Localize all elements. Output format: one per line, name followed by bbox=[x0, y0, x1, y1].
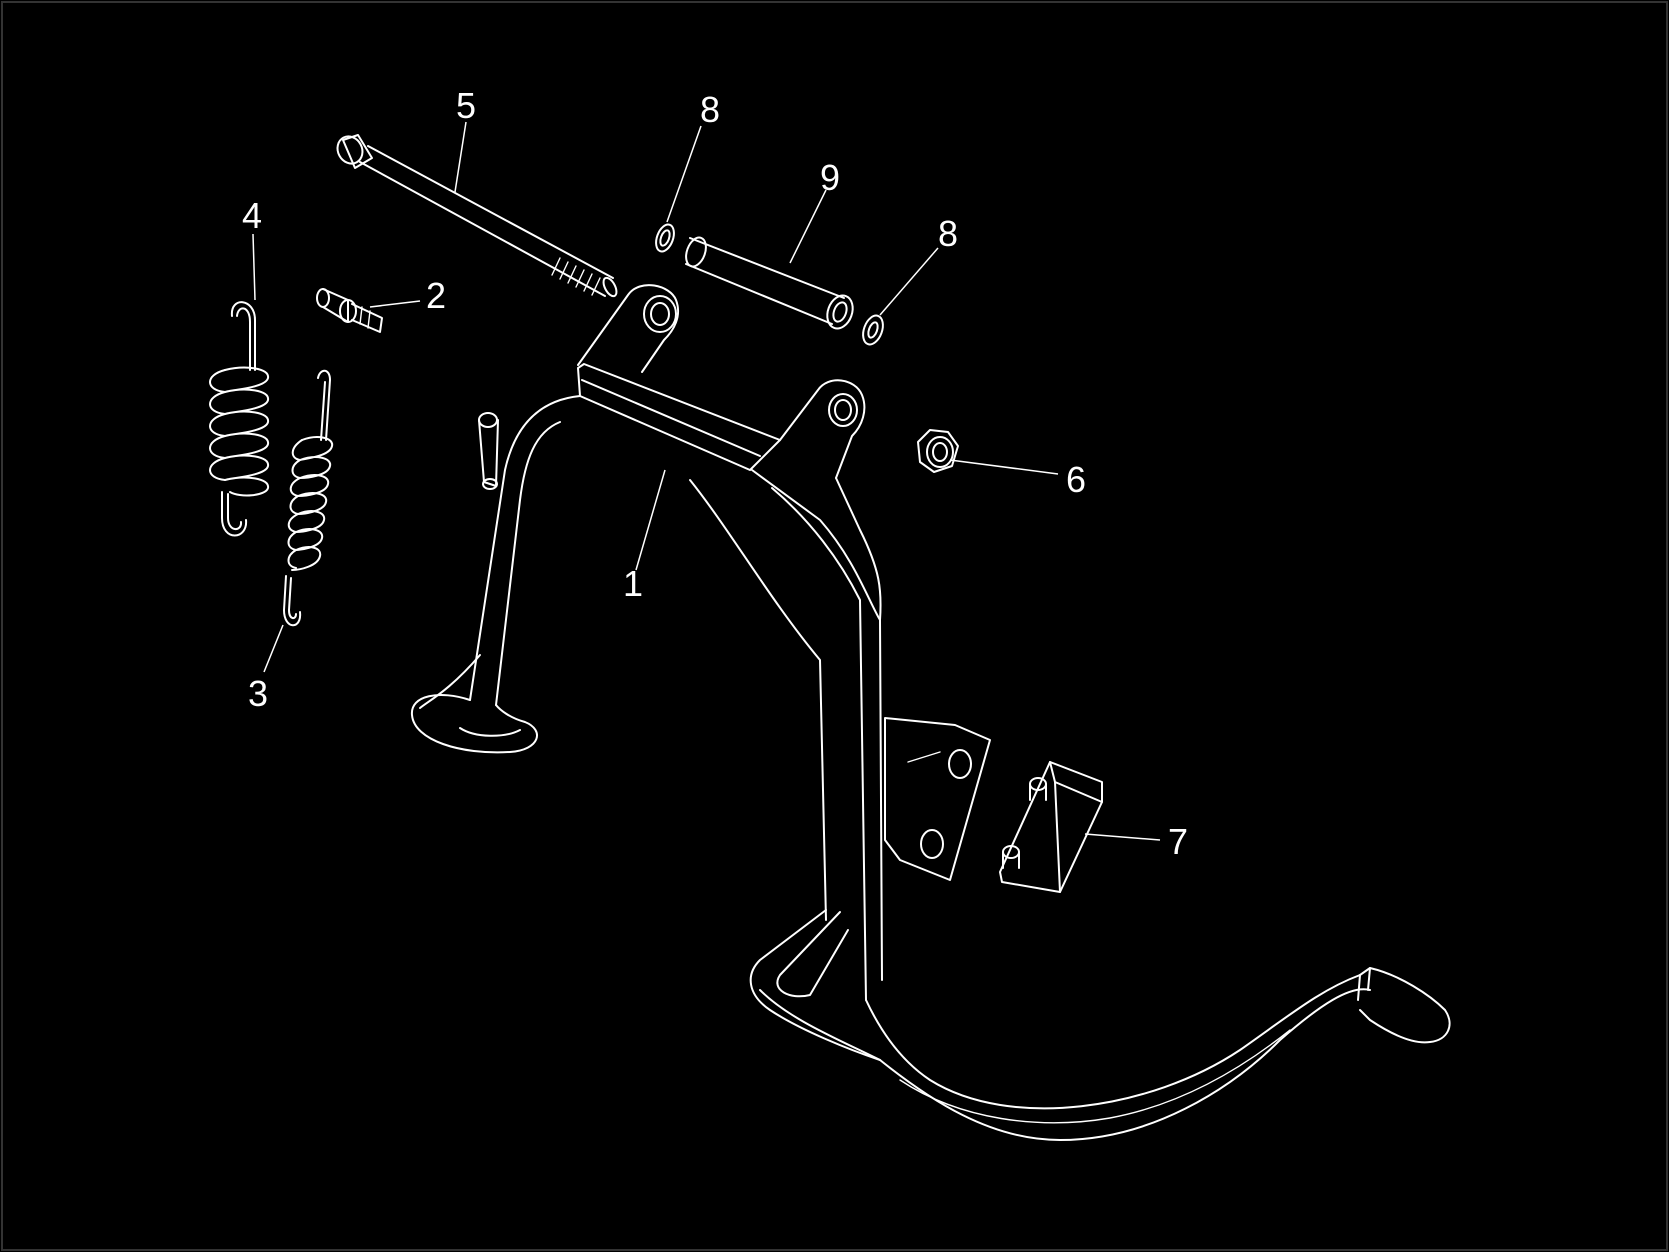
small-return-spring bbox=[283, 369, 334, 627]
stop-pin bbox=[316, 288, 383, 333]
leader-lines bbox=[252, 121, 1161, 841]
lock-nut bbox=[917, 429, 959, 473]
callout-8-right: 8 bbox=[938, 213, 958, 254]
callout-6: 6 bbox=[1066, 459, 1086, 500]
callout-labels: 5 2 4 3 8 9 8 6 7 1 bbox=[242, 85, 1188, 862]
spacer-tube bbox=[685, 236, 854, 330]
callout-9: 9 bbox=[820, 157, 840, 198]
washer bbox=[862, 314, 884, 346]
callout-8-top: 8 bbox=[700, 89, 720, 130]
washer bbox=[655, 223, 675, 253]
callout-7: 7 bbox=[1168, 821, 1188, 862]
callout-1: 1 bbox=[623, 563, 643, 604]
center-stand-frame bbox=[410, 284, 1451, 1141]
large-return-spring bbox=[209, 301, 269, 537]
callout-2: 2 bbox=[426, 275, 446, 316]
rubber-stopper bbox=[999, 761, 1103, 893]
callout-4: 4 bbox=[242, 195, 262, 236]
pivot-bolt bbox=[336, 134, 618, 298]
callout-5: 5 bbox=[456, 85, 476, 126]
callout-3: 3 bbox=[248, 673, 268, 714]
